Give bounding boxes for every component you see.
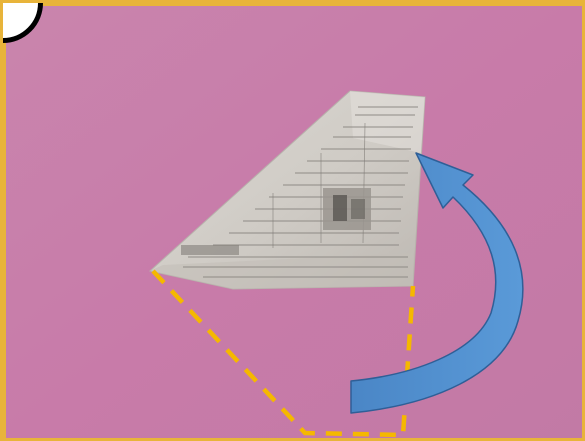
folding-step-scene [3, 3, 585, 441]
